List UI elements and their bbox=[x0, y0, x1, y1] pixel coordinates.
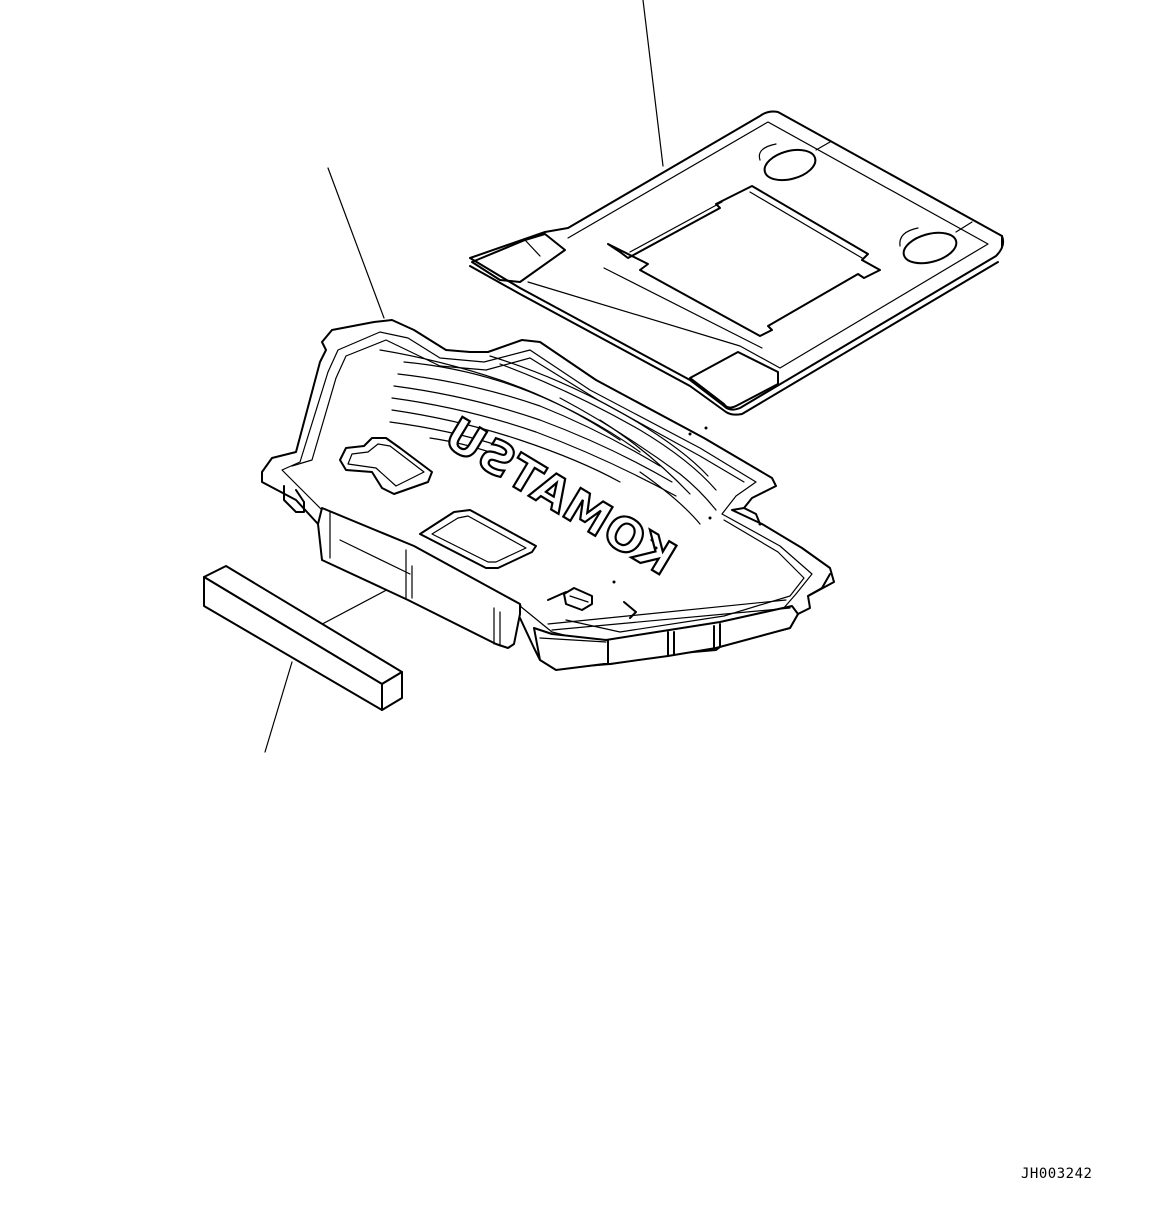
main-mat-right-clip-2 bbox=[807, 573, 831, 597]
main-mat-front-skirt bbox=[533, 605, 799, 671]
upper-mat-oval-hole-1 bbox=[758, 141, 831, 182]
main-mat-right-clip-3 bbox=[547, 591, 637, 619]
main-mat-front-step-face bbox=[329, 511, 501, 647]
upper-mat-center-opening-inner bbox=[603, 191, 863, 349]
spacer-block bbox=[203, 565, 403, 711]
main-mat-front-blocks bbox=[539, 599, 791, 665]
upper-mat-left-flap-fold bbox=[524, 239, 541, 257]
leader-line-main-mat bbox=[327, 167, 385, 319]
upper-mat-inner-border bbox=[527, 121, 989, 369]
main-mat-center-recess bbox=[419, 509, 537, 569]
floor-plate-mat-upper bbox=[469, 110, 1005, 416]
floor-mat-main: KOMATSU bbox=[261, 319, 835, 671]
main-mat-center-recess-inner bbox=[431, 515, 527, 563]
main-mat-pedal-recess-left bbox=[339, 437, 433, 495]
main-mat-clip bbox=[563, 587, 593, 611]
upper-mat-center-opening bbox=[607, 185, 881, 337]
spacer-block-side bbox=[381, 671, 403, 711]
upper-mat-edge bbox=[469, 261, 999, 416]
main-mat-left-tab bbox=[283, 485, 305, 513]
main-mat-right-clip-1 bbox=[743, 507, 761, 525]
upper-mat-bottom-flap bbox=[689, 351, 779, 409]
leader-line-spacer-block bbox=[264, 661, 293, 753]
drawing-code-label: JH003242 bbox=[1021, 1166, 1093, 1182]
main-mat-pedal-recess-left-inner bbox=[347, 443, 425, 487]
main-mat-front-step bbox=[317, 507, 521, 649]
main-mat-ridge-pattern bbox=[379, 349, 717, 525]
leader-line-upper-mat bbox=[642, 0, 664, 167]
upper-mat-oval-hole-2 bbox=[899, 221, 973, 265]
